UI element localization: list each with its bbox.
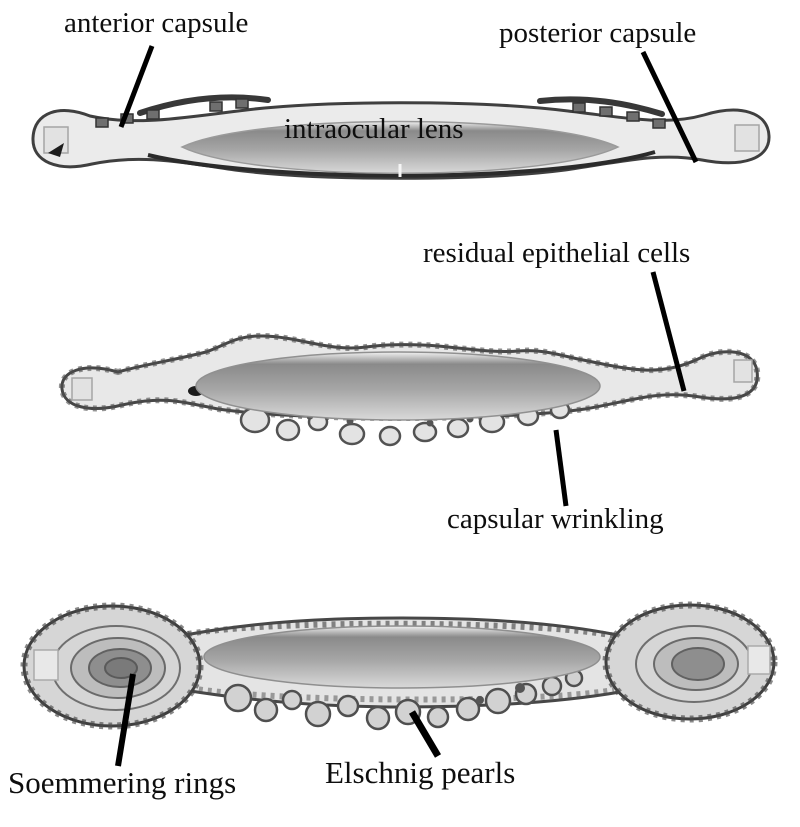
label-soemmering-rings: Soemmering rings (8, 765, 237, 800)
leader-lines (115, 45, 699, 767)
posterior-capsule-line (147, 150, 656, 178)
epithelial-cell (572, 102, 586, 113)
haptic-left (33, 649, 59, 681)
soemmering-rings-leader-line (115, 673, 136, 767)
pearl (426, 705, 450, 729)
label-elschnig-pearls: Elschnig pearls (325, 755, 516, 790)
epithelial-cell (95, 117, 109, 128)
capsular-wrinkles (239, 400, 571, 447)
haptic-right (734, 124, 760, 152)
haptic-right (733, 359, 753, 383)
label-anterior-capsule: anterior capsule (64, 7, 249, 39)
epithelial-cell (626, 111, 640, 122)
pearl (253, 697, 279, 723)
label-intraocular-lens: intraocular lens (284, 113, 464, 145)
epithelial-cell (652, 118, 666, 129)
capsular-wrinkling-leader-line (553, 429, 569, 507)
wrinkle-bump (338, 422, 366, 446)
anterior-capsule-leader-line (118, 45, 155, 128)
middle-capsule-cell-texture (58, 332, 761, 421)
wrinkle-bump (275, 418, 301, 442)
intraocular-lens-bottom (203, 625, 601, 689)
elschnig-pearls-leader-line (408, 710, 442, 758)
label-posterior-capsule: posterior capsule (499, 17, 697, 49)
bulb-left-texture (20, 602, 204, 730)
pearl (223, 683, 253, 713)
label-residual-epithelial-cells: residual epithelial cells (423, 237, 691, 269)
soemmering-ring-right (602, 601, 778, 723)
epithelial-cells-top (95, 98, 666, 129)
intraocular-lens-top (180, 120, 620, 174)
residual-epithelial-cells-leader-line (650, 271, 687, 392)
panel-middle-capsule (58, 332, 761, 447)
panel-bottom-capsule (20, 601, 778, 731)
pearl (541, 675, 563, 697)
small-arrow-mark (48, 143, 64, 157)
pearl (455, 696, 481, 722)
bulb-right-texture (602, 601, 778, 723)
pearl (304, 700, 332, 728)
wrinkle-bump (446, 417, 470, 439)
haptic-left (71, 377, 93, 401)
epithelial-cell (209, 101, 223, 112)
pearl (336, 694, 360, 718)
panel-top-capsule (31, 94, 771, 180)
pearl (484, 687, 512, 715)
haptic-right (747, 645, 771, 675)
wrinkle-bump (378, 425, 402, 447)
epithelial-cell (235, 98, 249, 109)
anterior-capsule-edge-left (137, 94, 271, 116)
wrinkle-bump (412, 421, 438, 443)
bottom-band-cell-texture-lower (189, 685, 615, 703)
intraocular-lens-middle (195, 351, 601, 421)
epithelial-bead (426, 419, 434, 427)
soemmering-ring-left (20, 602, 204, 730)
posterior-capsule-leader-line (640, 50, 699, 164)
label-capsular-wrinkling: capsular wrinkling (447, 503, 664, 535)
epithelial-cell (146, 109, 160, 120)
anterior-capsule-edge-right (537, 96, 665, 117)
ring (104, 657, 138, 679)
pearl (365, 705, 391, 731)
cell-spot (515, 683, 525, 693)
epithelial-cell (599, 106, 613, 117)
pearl (281, 689, 303, 711)
ring (671, 647, 725, 681)
cell-spot (476, 696, 484, 704)
